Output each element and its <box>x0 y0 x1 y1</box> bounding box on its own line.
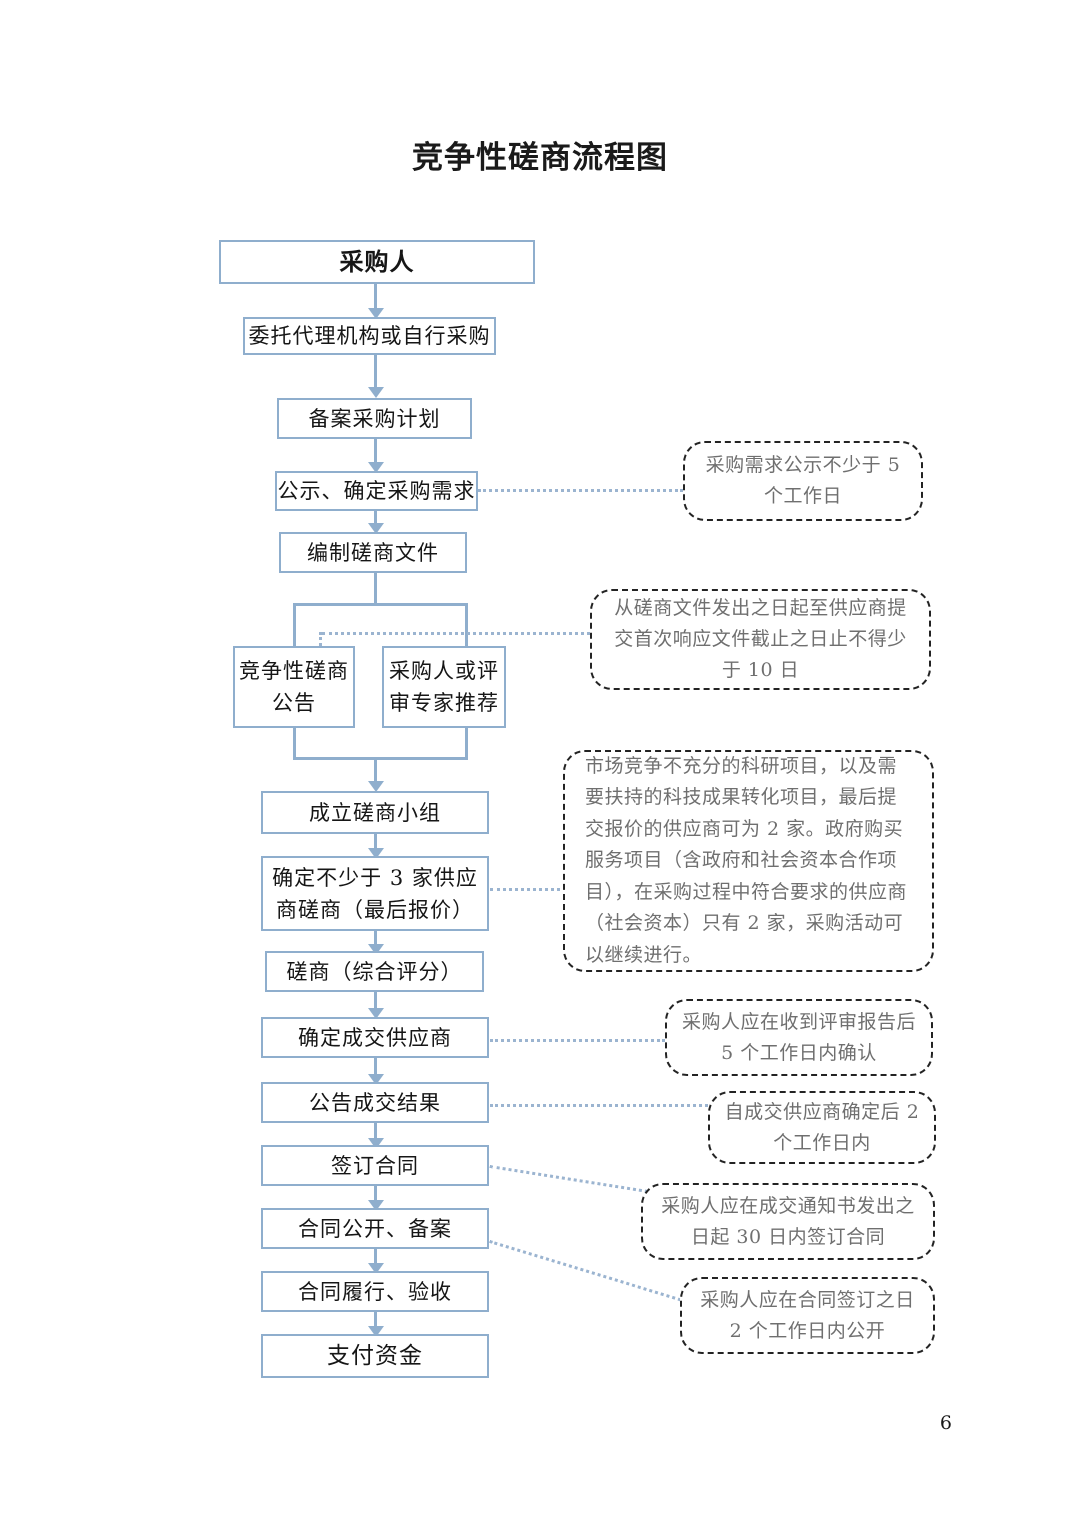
flow-node-label: 竞争性磋商公告 <box>239 659 349 715</box>
flow-node-bianzhi-wenjian[interactable]: 编制磋商文件 <box>279 532 467 573</box>
connector-arrow <box>368 1263 384 1274</box>
connector-line <box>293 727 296 760</box>
connector-arrow <box>368 1008 384 1019</box>
flow-node-gonggao-jieguo[interactable]: 公告成交结果 <box>261 1082 489 1123</box>
callout-note-gongshi: 采购需求公示不少于 5 个工作日 <box>683 441 923 521</box>
flow-node-label: 磋商（综合评分） <box>286 959 463 984</box>
connector-line <box>374 1122 377 1146</box>
flow-node-label: 合同公开、备案 <box>298 1216 452 1241</box>
flow-node-beian-jihua[interactable]: 备案采购计划 <box>277 398 472 439</box>
flow-node-label: 备案采购计划 <box>308 406 441 431</box>
flow-node-cuoshang-pingfen[interactable]: 磋商（综合评分） <box>265 951 484 992</box>
connector-line <box>374 1311 377 1334</box>
flow-node-jingzhengxing-gonggao[interactable]: 竞争性磋商公告 <box>233 646 355 728</box>
flow-node-label: 确定不少于 3 家供应商磋商（最后报价） <box>272 865 478 922</box>
leader-line <box>490 888 566 891</box>
connector-line <box>374 283 377 316</box>
connector-arrow <box>368 462 384 473</box>
connector-line <box>374 509 377 531</box>
callout-note-jieguo: 自成交供应商确定后 2 个工作日内 <box>708 1091 936 1164</box>
connector-line <box>374 572 377 604</box>
callout-note-wenjian: 从磋商文件发出之日起至供应商提交首次响应文件截止之日止不得少于 10 日 <box>590 589 931 690</box>
flow-node-qianding-hetong[interactable]: 签订合同 <box>261 1145 489 1186</box>
callout-note-chengjiao: 采购人应在收到评审报告后 5 个工作日内确认 <box>665 999 933 1076</box>
callout-text: 市场竞争不充分的科研项目，以及需要扶持的科技成果转化项目，最后提交报价的供应商可… <box>585 754 908 966</box>
callout-text: 采购人应在收到评审报告后 5 个工作日内确认 <box>681 1010 916 1064</box>
connector-arrow <box>368 1200 384 1211</box>
connector-line <box>465 727 468 760</box>
connector-arrow <box>368 308 384 319</box>
callout-text: 采购需求公示不少于 5 个工作日 <box>705 454 901 507</box>
flow-node-weituo[interactable]: 委托代理机构或自行采购 <box>243 317 496 355</box>
callout-text: 自成交供应商确定后 2 个工作日内 <box>724 1100 920 1154</box>
leader-line <box>478 489 683 492</box>
connector-line <box>374 1057 377 1082</box>
flow-node-label: 确定成交供应商 <box>298 1025 452 1050</box>
connector-line <box>374 991 377 1016</box>
connector-arrow <box>368 1138 384 1149</box>
flow-node-label: 合同履行、验收 <box>298 1279 452 1304</box>
connector-bus <box>293 757 468 760</box>
connector-arrow <box>368 944 384 955</box>
connector-arrow <box>368 1326 384 1337</box>
flow-node-queding-3jia[interactable]: 确定不少于 3 家供应商磋商（最后报价） <box>261 856 489 931</box>
connector-line <box>374 437 377 470</box>
connector-arrow <box>368 848 384 859</box>
connector-line <box>465 603 468 647</box>
connector-arrow <box>368 781 384 792</box>
flow-node-zhifu-zijin[interactable]: 支付资金 <box>261 1334 489 1378</box>
flow-node-chengli-xiaozu[interactable]: 成立磋商小组 <box>261 791 489 834</box>
flow-node-label: 成立磋商小组 <box>309 800 441 825</box>
connector-line <box>374 353 377 395</box>
connector-bus <box>293 603 468 606</box>
flow-node-hetong-lvxing[interactable]: 合同履行、验收 <box>261 1271 489 1312</box>
page-title: 竞争性磋商流程图 <box>412 140 668 176</box>
flow-node-label: 公示、确定采购需求 <box>277 479 476 503</box>
flow-node-label: 采购人 <box>339 247 415 276</box>
flow-node-label: 公告成交结果 <box>309 1090 441 1115</box>
flow-node-gongshi-xuqiu[interactable]: 公示、确定采购需求 <box>275 471 478 511</box>
connector-arrow <box>368 523 384 534</box>
flow-node-label: 编制磋商文件 <box>307 540 439 565</box>
callout-note-3jia: 市场竞争不充分的科研项目，以及需要扶持的科技成果转化项目，最后提交报价的供应商可… <box>563 750 934 972</box>
flow-node-zhuanjia-tuijian[interactable]: 采购人或评审专家推荐 <box>382 646 506 728</box>
connector-arrow <box>368 387 384 398</box>
leader-line <box>489 1165 649 1193</box>
leader-line <box>490 1104 708 1107</box>
connector-line <box>374 930 377 952</box>
flow-node-caigouren[interactable]: 采购人 <box>219 240 535 284</box>
callout-text: 从磋商文件发出之日起至供应商提交首次响应文件截止之日止不得少于 10 日 <box>614 597 907 681</box>
leader-line <box>490 1039 665 1042</box>
leader-line <box>322 632 590 635</box>
connector-line <box>374 1248 377 1271</box>
flow-node-label: 支付资金 <box>327 1343 423 1369</box>
flow-node-label: 签订合同 <box>331 1153 419 1178</box>
connector-arrow <box>368 1074 384 1085</box>
connector-line <box>374 833 377 856</box>
callout-note-gongkai: 采购人应在合同签订之日 2 个工作日内公开 <box>680 1277 935 1354</box>
flow-node-label: 委托代理机构或自行采购 <box>248 324 491 348</box>
page-number: 6 <box>939 1412 952 1434</box>
connector-line <box>374 1185 377 1208</box>
connector-line <box>374 757 377 789</box>
callout-text: 采购人应在成交通知书发出之日起 30 日内签订合同 <box>661 1194 915 1248</box>
connector-line <box>293 603 296 647</box>
flow-node-queding-chengjiao[interactable]: 确定成交供应商 <box>261 1017 489 1058</box>
flow-node-label: 采购人或评审专家推荐 <box>389 659 499 715</box>
callout-text: 采购人应在合同签订之日 2 个工作日内公开 <box>700 1288 915 1342</box>
flow-node-hetong-gongkai[interactable]: 合同公开、备案 <box>261 1208 489 1249</box>
callout-note-hetong: 采购人应在成交通知书发出之日起 30 日内签订合同 <box>641 1183 935 1260</box>
